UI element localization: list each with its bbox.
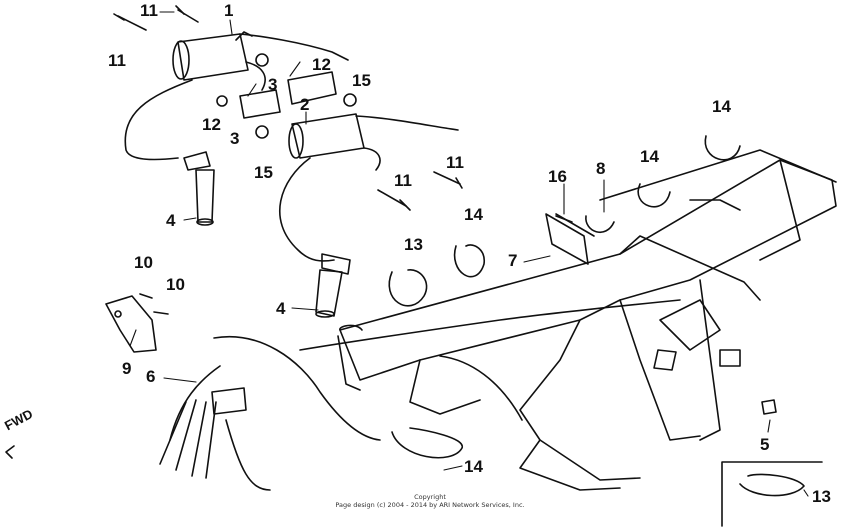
spark-plug-cap-lower — [315, 269, 343, 318]
mount-brackets — [216, 53, 357, 139]
inset-frame — [721, 461, 823, 527]
callout-14: 14 — [640, 147, 659, 166]
callout-7: 7 — [508, 251, 518, 270]
callout-3: 3 — [230, 129, 240, 148]
copyright-line-1: Copyright — [414, 493, 446, 501]
callout-14: 14 — [464, 205, 483, 224]
callout-14: 14 — [464, 457, 483, 476]
callout-4: 4 — [276, 299, 286, 318]
callout-12: 12 — [312, 55, 331, 74]
callout-16: 16 — [548, 167, 567, 186]
fwd-arrow-icon — [5, 445, 15, 459]
ignition-coil-2 — [278, 113, 459, 275]
callout-12: 12 — [202, 115, 221, 134]
callout-1: 1 — [224, 1, 234, 20]
callout-10: 10 — [134, 253, 153, 272]
mount-bracket-9 — [105, 295, 157, 353]
copyright-line-2: Page design (c) 2004 - 2014 by ARI Netwo… — [335, 501, 525, 509]
callout-2: 2 — [300, 95, 310, 114]
copyright-notice: Copyright Page design (c) 2004 - 2014 by… — [300, 493, 560, 509]
clip-5 — [761, 399, 777, 415]
callout-4: 4 — [166, 211, 176, 230]
callout-15: 15 — [352, 71, 371, 90]
ignition-coil-1 — [124, 31, 349, 171]
callout-15: 15 — [254, 163, 273, 182]
callout-6: 6 — [146, 367, 156, 386]
spark-plug-cap-upper — [195, 169, 215, 226]
callout-3: 3 — [268, 75, 278, 94]
harness-bands — [388, 135, 805, 497]
callout-5: 5 — [760, 435, 770, 454]
callout-14: 14 — [712, 97, 731, 116]
callout-13: 13 — [812, 487, 831, 506]
callout-11: 11 — [108, 51, 126, 70]
frame — [337, 149, 837, 491]
bolts — [113, 5, 573, 315]
leader-lines — [129, 11, 809, 497]
callout-8: 8 — [596, 159, 606, 178]
component-box-7 — [545, 213, 595, 265]
callout-13: 13 — [404, 235, 423, 254]
callout-11: 11 — [140, 1, 158, 20]
callout-9: 9 — [122, 359, 132, 378]
callout-11: 11 — [394, 171, 412, 190]
callout-11: 11 — [446, 153, 464, 172]
callout-10: 10 — [166, 275, 185, 294]
